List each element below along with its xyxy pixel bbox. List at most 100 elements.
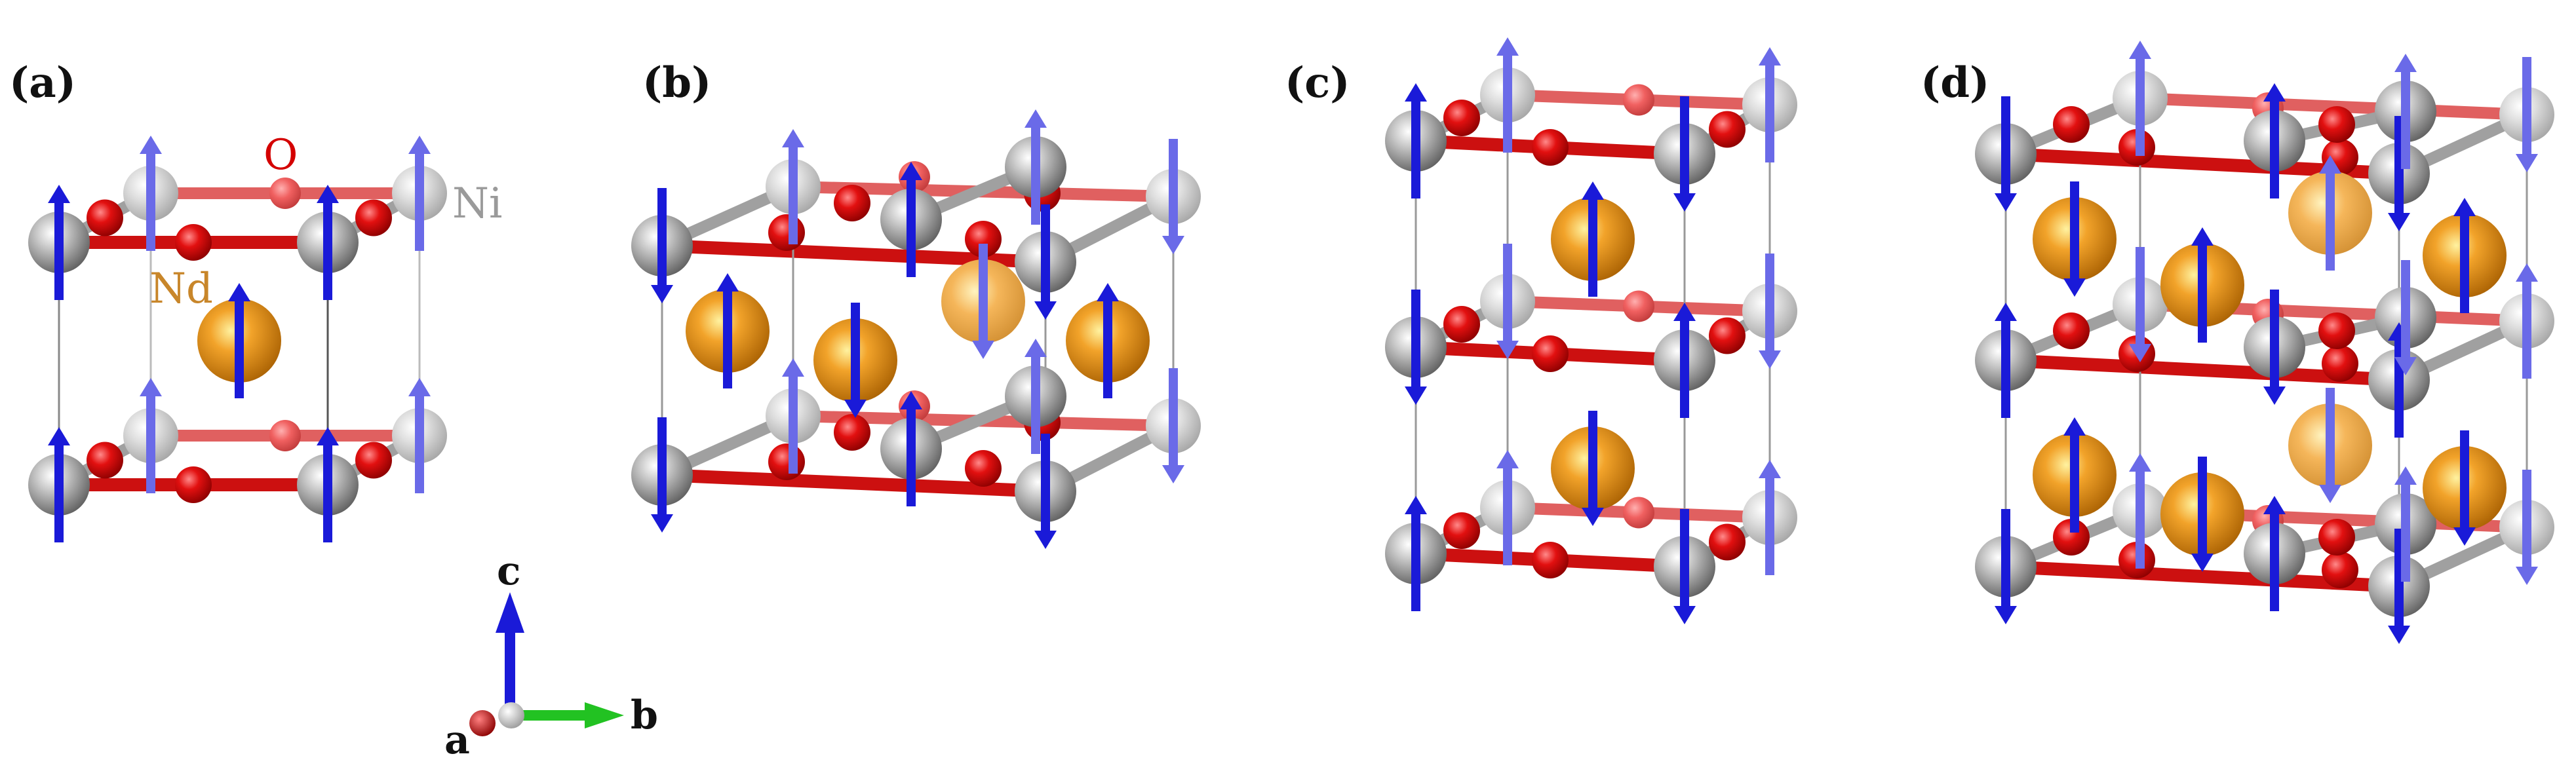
o-atom	[965, 450, 1002, 487]
spin-arrowhead	[408, 136, 431, 154]
spin-arrowhead	[2063, 417, 2086, 436]
o-atom	[768, 443, 805, 480]
spin-arrowhead	[716, 273, 739, 292]
spin-arrowhead	[1496, 37, 1519, 56]
spin-arrowhead	[2394, 357, 2417, 375]
spin-arrowhead	[782, 129, 804, 147]
axes-indicator: c b a	[444, 548, 658, 763]
o-atom	[355, 199, 392, 236]
o-atom	[269, 178, 301, 209]
spin-arrowhead	[1673, 606, 1696, 624]
spin-arrowhead	[1673, 193, 1696, 212]
spin-arrowhead	[900, 162, 922, 180]
spin-arrowhead	[2394, 54, 2417, 72]
spin-arrowhead	[2388, 626, 2410, 644]
spin-arrowhead	[1162, 465, 1184, 483]
spin-arrowhead	[48, 185, 70, 203]
spin-arrowhead	[2129, 344, 2151, 362]
o-atom	[1623, 290, 1654, 322]
o-atom	[2318, 106, 2355, 143]
spin-arrowhead	[1673, 303, 1696, 321]
spin-arrowhead	[2453, 198, 2476, 216]
spin-arrowhead	[317, 185, 339, 203]
spin-arrowhead	[1759, 350, 1781, 369]
spin-arrowhead	[2319, 155, 2341, 174]
spin-arrowhead	[844, 400, 867, 418]
axis-a-marker	[469, 710, 496, 736]
o-atom	[1709, 317, 1746, 354]
axis-label-a: a	[444, 717, 470, 763]
panel-label-d: (d)	[1921, 58, 1989, 107]
spin-arrowhead	[2394, 466, 2417, 485]
spin-arrowhead	[2129, 41, 2151, 59]
spin-arrowhead	[1034, 531, 1057, 549]
spin-arrowhead	[1496, 450, 1519, 468]
spin-arrowhead	[2263, 83, 2286, 102]
spin-arrowhead	[1496, 341, 1519, 359]
spin-arrowhead	[408, 378, 431, 396]
spin-arrowhead	[228, 283, 250, 301]
species-label-o: O	[263, 131, 298, 179]
atom-layer	[28, 67, 2554, 617]
o-atom	[1443, 512, 1480, 549]
spin-arrowhead	[782, 358, 804, 377]
spin-arrowhead	[1405, 83, 1427, 102]
o-atom	[2318, 519, 2355, 556]
axis-origin	[498, 702, 524, 728]
o-atom	[1709, 111, 1746, 148]
spin-arrowhead	[140, 136, 162, 154]
o-atom	[355, 442, 392, 479]
ni-o-bond	[655, 468, 1052, 498]
spin-arrowhead	[1025, 339, 1047, 357]
o-atom	[768, 214, 805, 251]
o-atom	[2053, 312, 2090, 349]
o-atom	[2053, 519, 2090, 556]
spin-arrowhead	[1995, 193, 2017, 212]
o-atom	[175, 224, 212, 261]
o-atom	[1532, 542, 1569, 578]
axis-c-arrowhead	[496, 592, 524, 633]
axis-label-c: c	[497, 548, 521, 594]
o-atom	[1709, 523, 1746, 561]
o-atom	[1532, 129, 1569, 166]
spin-arrowhead	[1162, 236, 1184, 254]
spin-arrowhead	[651, 514, 673, 533]
o-atom	[2322, 552, 2358, 588]
o-atom	[965, 221, 1002, 257]
o-atom	[834, 185, 870, 221]
o-atom	[87, 199, 123, 236]
spin-arrowhead	[1759, 47, 1781, 66]
spin-arrowhead	[651, 285, 673, 303]
species-label-ni: Ni	[452, 179, 502, 228]
spin-arrowhead	[2191, 554, 2214, 572]
o-atom	[175, 466, 212, 503]
spin-arrow-layer	[48, 37, 2538, 644]
spin-arrowhead	[48, 427, 70, 445]
o-atom	[1443, 306, 1480, 343]
spin-arrowhead	[1995, 606, 2017, 624]
spin-arrowhead	[2516, 154, 2538, 172]
spin-arrowhead	[2263, 387, 2286, 405]
o-atom	[2053, 106, 2090, 143]
spin-arrowhead	[140, 378, 162, 396]
axis-b-arrowhead	[585, 702, 624, 728]
o-atom	[269, 420, 301, 451]
panel-label-c: (c)	[1285, 58, 1350, 107]
axis-label-b: b	[631, 692, 658, 738]
panel-label-a: (a)	[9, 58, 76, 107]
spin-arrowhead	[1405, 387, 1427, 405]
spin-arrowhead	[317, 427, 339, 445]
spin-arrowhead	[2319, 485, 2341, 503]
spin-arrowhead	[900, 391, 922, 409]
spin-arrowhead	[1034, 301, 1057, 320]
o-atom	[87, 442, 123, 479]
spin-arrowhead	[2453, 527, 2476, 546]
species-label-nd: Nd	[149, 265, 213, 313]
spin-arrowhead	[1582, 508, 1604, 526]
spin-arrowhead	[2516, 567, 2538, 585]
spin-arrowhead	[1582, 181, 1604, 200]
spin-arrowhead	[2129, 453, 2151, 472]
o-atom	[834, 414, 870, 451]
spin-arrowhead	[972, 341, 994, 359]
